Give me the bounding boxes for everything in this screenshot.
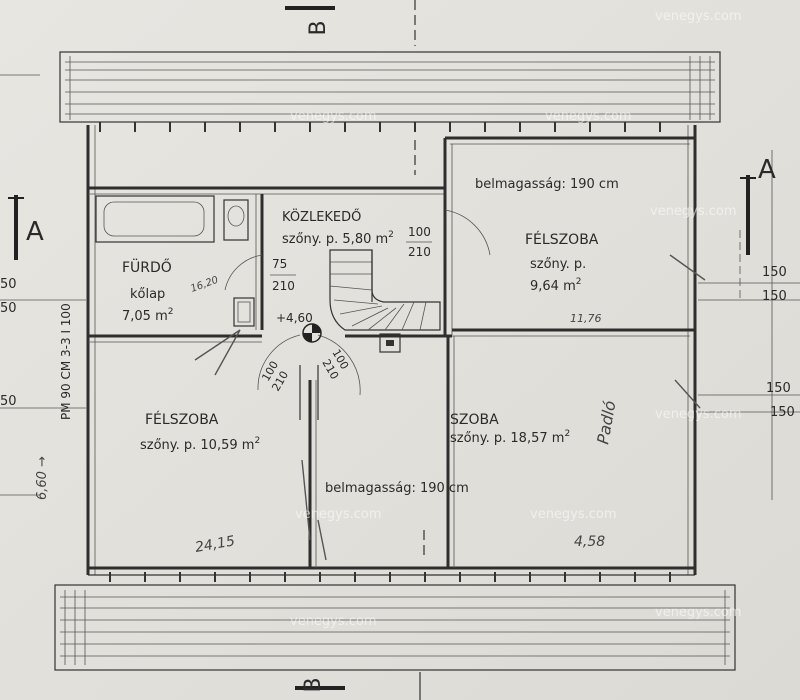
section-b-top [285, 0, 416, 175]
dimension-lines-right [698, 150, 800, 500]
outer-walls [86, 125, 697, 576]
watermark-1: venegys.com [655, 9, 742, 24]
left-dim-3: 50 [0, 394, 17, 409]
handwritten-strokes [194, 254, 706, 561]
sink [233, 297, 255, 327]
section-a-right [739, 175, 756, 300]
door-1-height: 210 [408, 245, 431, 259]
section-mark-a-left: A [26, 217, 44, 247]
staircase [329, 249, 441, 331]
handwritten-note-4: 4,58 [574, 534, 605, 550]
door-swings [224, 209, 491, 420]
room-name-felszoba-sw: FÉLSZOBA [145, 411, 219, 428]
watermark-8: venegys.com [655, 605, 742, 620]
left-dim-1: 50 [0, 277, 17, 292]
left-dim-2: 50 [0, 301, 17, 316]
section-mark-b-bottom: B [301, 677, 326, 692]
room-finish-furdo: kőlap [130, 287, 165, 302]
watermark-5: venegys.com [655, 407, 742, 422]
room-name-furdo: FÜRDŐ [122, 258, 172, 276]
watermark-2: venegys.com [290, 109, 377, 124]
watermark-9: venegys.com [290, 614, 377, 629]
ceiling-height-middle: belmagasság: 190 cm [325, 481, 469, 496]
section-b-bottom [295, 530, 425, 700]
roof-band-top [59, 51, 721, 123]
watermark-4: venegys.com [650, 204, 737, 219]
roof-band-bottom [54, 584, 736, 671]
room-area-szoba: szőny. p. 18,57 m2 [450, 429, 570, 446]
level-marker [302, 323, 322, 343]
room-name-felszoba-ne: FÉLSZOBA [525, 231, 599, 248]
room-area-felszoba-ne: 9,64 m2 [530, 277, 581, 294]
room-name-kozlekedo: KÖZLEKEDŐ [282, 208, 361, 225]
rafter-ticks-top [99, 122, 661, 132]
room-area-furdo: 7,05 m2 [122, 307, 173, 324]
room-prefix-felszoba-ne: szőny. p. [530, 257, 586, 272]
left-vertical-annotation: PM 90 CM 3-3 I 100 [59, 303, 73, 420]
section-mark-b-top: B [306, 20, 331, 35]
door-2-width: 75 [272, 257, 287, 271]
ceiling-height-top: belmagasság: 190 cm [475, 177, 619, 192]
level-value: +4,60 [276, 311, 313, 325]
handwritten-note-3: 24,15 [194, 533, 236, 556]
right-dim-2: 150 [762, 289, 787, 304]
handwritten-note-2: 11,76 [570, 312, 602, 325]
watermark-3: venegys.com [545, 109, 632, 124]
room-area-kozlekedo: szőny. p. 5,80 m2 [282, 230, 394, 247]
bathtub [95, 195, 215, 243]
right-dim-3: 150 [766, 381, 791, 396]
watermark-7: venegys.com [530, 507, 617, 522]
watermark-6: venegys.com [295, 507, 382, 522]
room-name-szoba: SZOBA [450, 412, 499, 428]
section-a-left [8, 195, 24, 260]
rafter-ticks-bottom [109, 572, 671, 582]
toilet [223, 199, 249, 241]
room-area-felszoba-sw: szőny. p. 10,59 m2 [140, 436, 260, 453]
door-1-width: 100 [408, 225, 431, 239]
right-dim-4: 150 [770, 405, 795, 420]
right-dim-1: 150 [762, 265, 787, 280]
chimney [379, 333, 401, 353]
handwritten-left-dim: 6,60 → [35, 456, 50, 500]
door-2-height: 210 [272, 279, 295, 293]
dimension-lines-left [0, 74, 86, 496]
section-mark-a-right: A [758, 155, 776, 185]
